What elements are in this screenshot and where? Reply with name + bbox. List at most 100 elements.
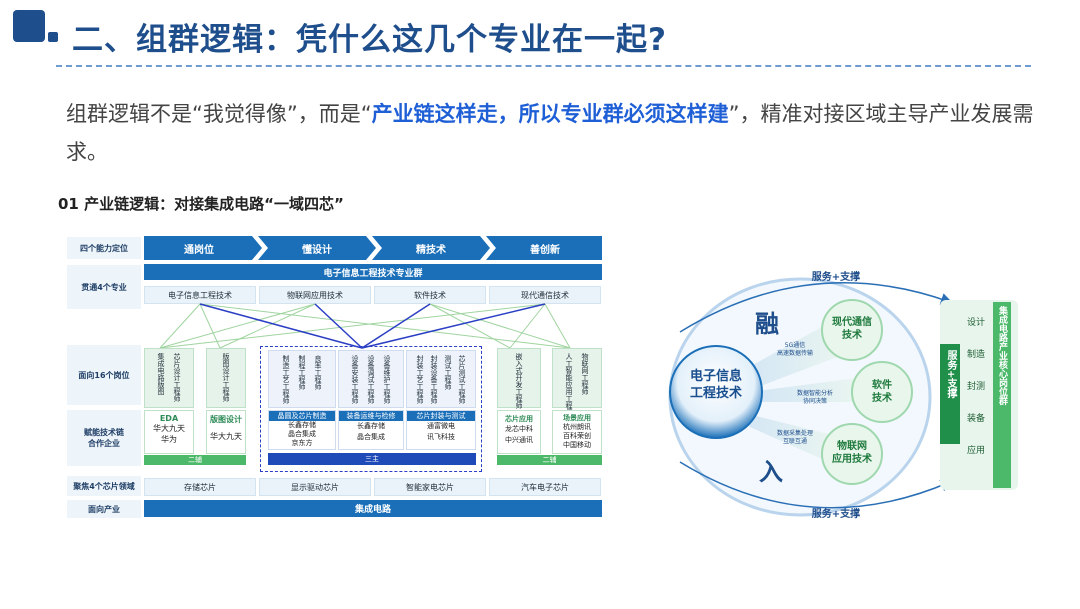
job-title: 物联网工程师 [581, 353, 589, 395]
page-title: 二、组群逻辑：凭什么这几个专业在一起? [72, 22, 667, 58]
core-circle [669, 345, 763, 439]
link-label-2: 数据智能分析 协同决策 [796, 390, 833, 405]
major-job-links [159, 303, 571, 349]
job-title: 集成电路版图 [157, 353, 165, 395]
industry-bar: 集成电路 [144, 500, 602, 517]
tech-firms: 长鑫存储 晶合集成 [357, 422, 385, 441]
link-label-1: 5G通信 高速数据传输 [776, 342, 813, 357]
job-title: 设备调试工程师 [367, 355, 375, 404]
service-box [940, 344, 960, 444]
major-communication: 现代通信技术 [489, 286, 601, 304]
tech-title: 晶圆及芯片制造 [269, 411, 335, 421]
tech-title: 版图设计 [210, 415, 242, 424]
job-title: 版图设计工程师 [222, 353, 230, 402]
service-box-label: 服务+支撑 [945, 350, 956, 399]
chain-items: 设计 制造 封测 装备 应用 [964, 318, 988, 478]
job-group-7: 人工智能应用工程师 物联网工程师 [552, 348, 602, 416]
tech-chip-app: 芯片应用 龙芯中科 中兴通讯 [497, 410, 541, 454]
link-label-3: 数据采集处理 互联互通 [776, 430, 813, 445]
node-circle-1 [821, 299, 883, 361]
tech-scene-app: 场景应用 杭州朗讯 百科荣创 中国移动 [552, 410, 602, 454]
job-title: 芯片设计工程师 [173, 353, 181, 402]
main-bar: 三主 [268, 453, 476, 465]
integration-graphics [668, 277, 1018, 517]
node-circle-2 [851, 361, 913, 423]
chip-field-appliance: 智能家电芯片 [374, 478, 486, 496]
tech-firms: 华大九天 华为 [153, 424, 185, 444]
job-title: 设备维护工程师 [383, 355, 391, 404]
job-group-5: 封装工艺工程师 封装设备工程师 测试工程师 芯片测试工程师 [406, 350, 476, 408]
tech-title: 芯片封装与测试 [407, 411, 475, 421]
stage-chevron-4 [486, 236, 602, 260]
row-label-tech: 赋能技术链 合作企业 [67, 410, 141, 466]
tech-equipment: 装备运维与检修 长鑫存储 晶合集成 [338, 410, 404, 450]
group-title-bar: 电子信息工程技术专业群 [144, 264, 602, 280]
stage-label-2: 懂设计 [302, 244, 332, 256]
major-iot: 物联网应用技术 [259, 286, 371, 304]
job-group-6: 嵌入式开发工程师 [497, 348, 541, 409]
row-label-chips: 聚焦4个芯片领域 [67, 476, 141, 496]
row-label-majors: 贯通4个专业 [67, 265, 141, 309]
row-label-industry: 面向产业 [67, 500, 141, 518]
chain-label: 集成电路产业核心岗位群 [997, 306, 1007, 405]
major-software: 软件技术 [374, 286, 486, 304]
tech-firms: 龙芯中科 中兴通讯 [505, 425, 533, 444]
intro-text-2: ”，精准对接区域主导产业发展需求。 [66, 102, 1034, 164]
tech-manufacturing: 晶圆及芯片制造 长鑫存储 晶合集成 京东方 [268, 410, 336, 450]
intro-paragraph: 组群逻辑不是“我觉得像”，而是“产业链这样走，所以专业群必须这样建”，精准对接区… [66, 95, 1056, 171]
node-label-3: 物联网 应用技术 [832, 441, 872, 465]
job-title: 测试工程师 [444, 355, 452, 390]
stage-chevrons [144, 236, 602, 260]
top-service-label: 服务+支撑 [811, 272, 861, 283]
assist-bar-2: 二辅 [497, 455, 602, 465]
tech-layout: 版图设计 华大九天 [206, 410, 246, 454]
chain-item: 制造 [966, 350, 985, 360]
core-dashed-box [260, 346, 482, 472]
top-arc [679, 282, 953, 333]
assist-bar-1: 二辅 [144, 455, 246, 465]
title-divider [56, 65, 1031, 67]
ru-char: 入 [759, 458, 783, 486]
job-title: 良率工程师 [314, 355, 322, 390]
chip-field-auto: 汽车电子芯片 [489, 478, 601, 496]
chain-bar [993, 302, 1011, 488]
chain-item: 封测 [966, 382, 985, 392]
section-subtitle: 01 产业链逻辑：对接集成电路“一域四芯” [58, 195, 344, 213]
stage-chevron-2 [258, 236, 376, 260]
chip-field-display: 显示驱动芯片 [259, 478, 371, 496]
tech-title: 芯片应用 [505, 415, 533, 423]
job-group-2: 版图设计工程师 [206, 348, 246, 408]
job-title: 人工智能应用工程师 [565, 353, 573, 416]
tech-title: 装备运维与检修 [339, 411, 403, 421]
job-group-4: 设备安装工程师 设备调试工程师 设备维护工程师 [338, 350, 404, 408]
job-title: 制程工程师 [298, 355, 306, 390]
intro-highlight: 产业链这样走，所以专业群必须这样建 [371, 102, 729, 126]
row-label-jobs: 面向16个岗位 [67, 345, 141, 405]
beam-3 [740, 412, 840, 467]
stage-chevron-1 [144, 236, 262, 260]
stage-label-1: 通岗位 [184, 244, 214, 256]
stage-label-3: 精技术 [416, 244, 446, 256]
chip-field-storage: 存储芯片 [144, 478, 256, 496]
stage-label-4: 善创新 [530, 244, 560, 256]
tech-title: 场景应用 [563, 414, 591, 422]
bottom-arc [679, 461, 953, 509]
tech-title: EDA [159, 414, 179, 423]
major-electronics: 电子信息工程技术 [144, 286, 256, 304]
intro-text-1: 组群逻辑不是“我觉得像”，而是“ [66, 102, 372, 126]
job-title: 嵌入式开发工程师 [515, 353, 523, 409]
core-label: 电子信息 工程技术 [689, 369, 742, 401]
bottom-service-label: 服务+支撑 [811, 509, 861, 520]
node-label-2: 软件 技术 [872, 380, 892, 404]
chain-item: 装备 [966, 414, 985, 424]
beam-2 [750, 377, 865, 402]
tech-firms: 通富微电 讯飞科技 [427, 422, 455, 441]
job-title: 设备安装工程师 [351, 355, 359, 404]
tech-firms: 长鑫存储 晶合集成 京东方 [288, 421, 316, 447]
job-title: 芯片测试工程师 [458, 355, 466, 404]
stage-chevron-3 [372, 236, 490, 260]
tech-packaging: 芯片封装与测试 通富微电 讯飞科技 [406, 410, 476, 450]
tech-firms: 杭州朗讯 百科荣创 中国移动 [563, 423, 591, 449]
job-title: 封装设备工程师 [430, 355, 438, 404]
node-label-1: 现代通信 技术 [832, 317, 872, 341]
